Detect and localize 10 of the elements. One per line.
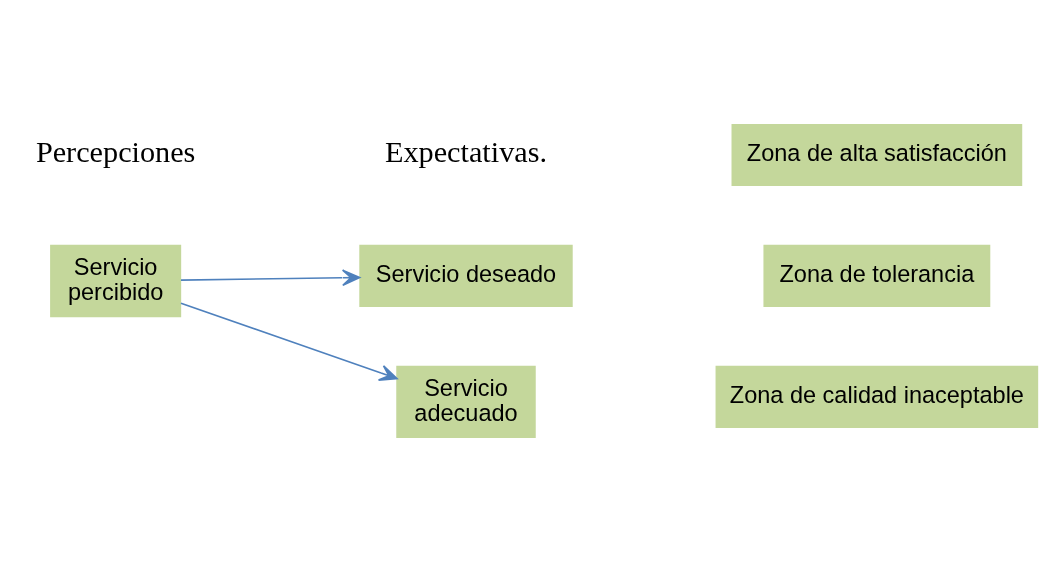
arrow: [180, 302, 398, 381]
node-box: Servicio adecuado: [396, 365, 536, 439]
node-box: Zona de tolerancia: [763, 244, 991, 308]
label: Percepciones: [35, 135, 196, 170]
node-box: Servicio deseado: [359, 244, 573, 308]
arrow: [180, 269, 361, 287]
label: Expectativas.: [384, 135, 548, 170]
node-box: Zona de calidad inaceptable: [715, 365, 1039, 429]
node-box: Zona de alta satisfacción: [731, 123, 1023, 187]
node-box: Servicio percibido: [50, 244, 182, 318]
